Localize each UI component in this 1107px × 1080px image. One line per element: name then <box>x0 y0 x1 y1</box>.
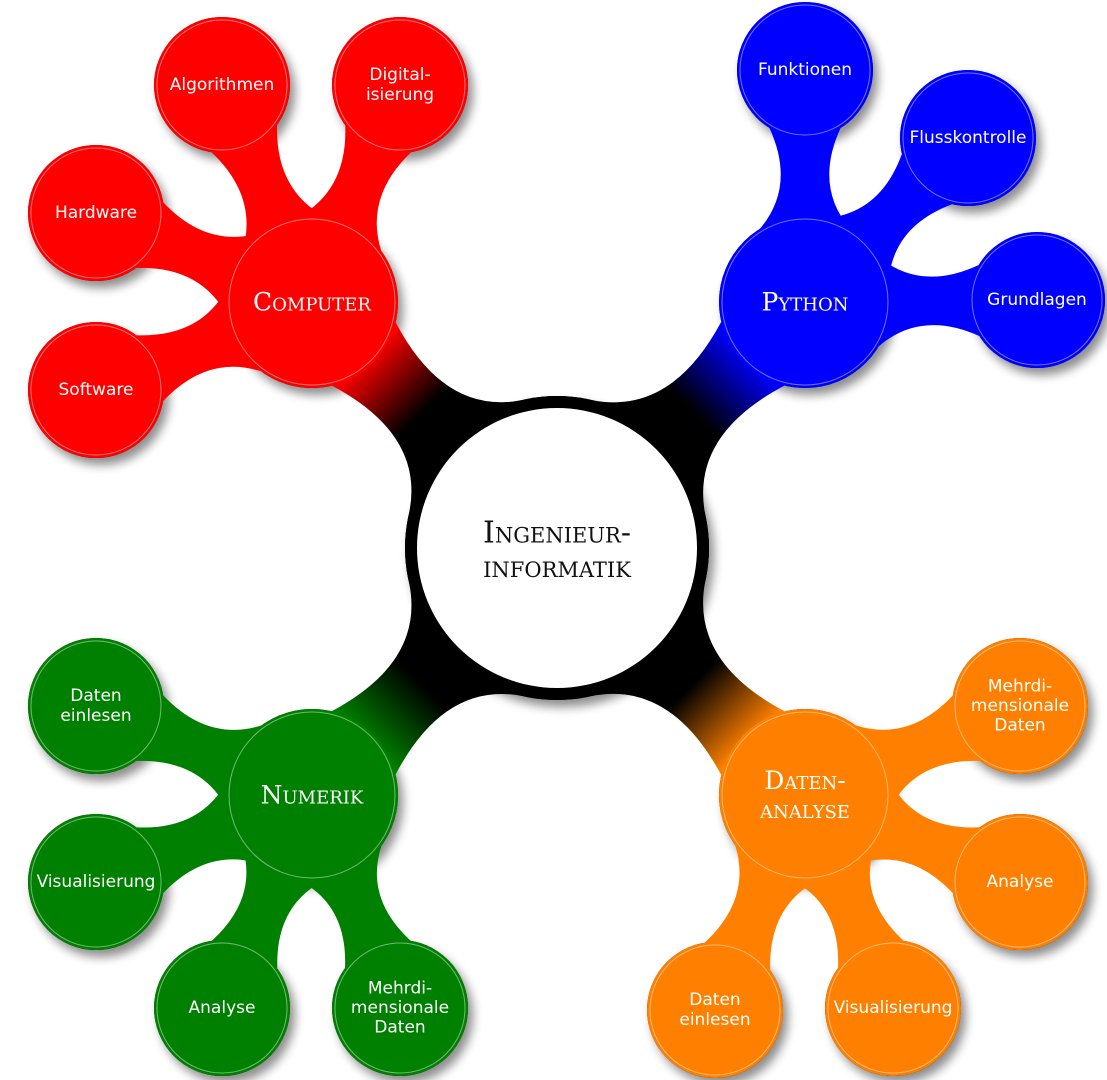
center-node-label-line-2: informatik <box>483 550 631 585</box>
node-computer-hardware-label-line-1: Hardware <box>55 203 137 223</box>
node-python-flusskontrolle-label-line-1: Flusskontrolle <box>910 128 1027 148</box>
branch-node-datenanalyse[interactable]: Daten-analyse <box>719 709 891 881</box>
child-node-circle <box>647 942 783 1078</box>
child-node-circle <box>825 940 961 1076</box>
child-node-inner-ring <box>30 324 162 456</box>
node-computer-digitalisierung-label-line-2: isierung <box>366 85 434 105</box>
node-numerik-daten-einlesen-label-line-2: einlesen <box>60 706 131 726</box>
branch-node-numerik-label-line-1: Numerik <box>261 781 364 810</box>
child-node-circle <box>952 638 1088 774</box>
branch-node-circle <box>719 216 891 388</box>
branch-node-python[interactable]: Python <box>719 216 891 388</box>
branch-node-datenanalyse-label-line-1: Daten- <box>764 766 845 795</box>
child-node-circle <box>332 940 468 1076</box>
node-datenanalyse-analyse[interactable]: Analyse <box>952 814 1088 950</box>
node-numerik-analyse[interactable]: Analyse <box>154 940 290 1076</box>
node-datenanalyse-visualisierung-label-line-1: Visualisierung <box>834 998 953 1018</box>
branch-node-circle <box>719 709 891 881</box>
node-python-funktionen[interactable]: Funktionen <box>737 2 873 138</box>
node-numerik-analyse-label-line-1: Analyse <box>189 998 256 1018</box>
connector-center-numerik <box>331 584 523 775</box>
child-node-circle <box>28 322 164 458</box>
child-node-inner-ring <box>739 4 871 136</box>
child-node-inner-ring <box>954 816 1086 948</box>
branch-node-datenanalyse-label-line-2: analyse <box>759 795 850 824</box>
branch-node-computer[interactable]: Computer <box>226 216 398 388</box>
connector-center-python <box>593 321 785 514</box>
branch-node-computer-label-line-1: Computer <box>253 288 371 317</box>
child-node-inner-ring <box>156 19 288 151</box>
center-node-face <box>417 408 697 688</box>
connector-center-computer <box>331 322 522 513</box>
node-numerik-visualisierung-label-line-1: Visualisierung <box>37 872 156 892</box>
branch-node-inner-ring <box>721 218 889 386</box>
node-datenanalyse-analyse-label-line-1: Analyse <box>987 872 1054 892</box>
child-node-inner-ring <box>30 640 162 772</box>
child-node-inner-ring <box>334 942 466 1074</box>
child-node-inner-ring <box>334 19 466 151</box>
branch-node-circle <box>226 216 398 388</box>
child-node-circle <box>28 145 164 281</box>
child-node-inner-ring <box>827 942 959 1074</box>
node-python-funktionen-label-line-1: Funktionen <box>758 60 852 80</box>
node-numerik-mehrdimensionale-daten-label-line-3: Daten <box>374 1018 425 1038</box>
node-computer-digitalisierung[interactable]: Digital-isierung <box>332 17 468 153</box>
branch-node-inner-ring <box>228 711 396 879</box>
node-datenanalyse-mehrdimensionale-daten-label-line-1: Mehrdi- <box>988 676 1052 696</box>
connector-center-datenanalyse <box>592 583 785 776</box>
child-node-inner-ring <box>902 72 1034 204</box>
node-numerik-mehrdimensionale-daten-label-line-2: mensionale <box>351 998 449 1018</box>
branch-node-circle <box>226 709 398 881</box>
branch-node-numerik[interactable]: Numerik <box>226 709 398 881</box>
child-node-circle <box>737 2 873 138</box>
child-node-inner-ring <box>971 234 1103 366</box>
node-python-grundlagen[interactable]: Grundlagen <box>969 232 1105 368</box>
child-node-circle <box>952 814 1088 950</box>
child-node-circle <box>154 17 290 153</box>
child-node-circle <box>969 232 1105 368</box>
node-computer-software-label-line-1: Software <box>59 380 134 400</box>
node-datenanalyse-daten-einlesen-label-line-1: Daten <box>689 990 740 1010</box>
connector-python-grundlagen <box>877 256 980 347</box>
node-computer-digitalisierung-label-line-1: Digital- <box>369 65 430 85</box>
child-node-circle <box>154 940 290 1076</box>
node-datenanalyse-mehrdimensionale-daten-label-line-2: mensionale <box>971 696 1069 716</box>
node-python-flusskontrolle[interactable]: Flusskontrolle <box>900 70 1036 206</box>
connector-python-funktionen <box>760 127 850 229</box>
node-numerik-mehrdimensionale-daten-label-line-1: Mehrdi- <box>368 978 432 998</box>
node-datenanalyse-mehrdimensionale-daten-label-line-3: Daten <box>994 716 1045 736</box>
node-computer-algorithmen[interactable]: Algorithmen <box>154 17 290 153</box>
child-node-inner-ring <box>649 944 781 1076</box>
branch-node-inner-ring <box>228 218 396 386</box>
node-computer-software[interactable]: Software <box>28 322 164 458</box>
child-node-inner-ring <box>156 942 288 1074</box>
node-datenanalyse-daten-einlesen-label-line-2: einlesen <box>679 1010 750 1030</box>
child-node-circle <box>28 814 164 950</box>
child-node-circle <box>332 17 468 153</box>
node-numerik-visualisierung[interactable]: Visualisierung <box>28 814 164 950</box>
node-python-grundlagen-label-line-1: Grundlagen <box>987 290 1087 310</box>
branch-node-python-label-line-1: Python <box>762 288 849 317</box>
child-node-circle <box>900 70 1036 206</box>
center-node-label-line-1: Ingenieur- <box>483 515 631 550</box>
node-datenanalyse-visualisierung[interactable]: Visualisierung <box>825 940 961 1076</box>
node-numerik-daten-einlesen-label-line-1: Daten <box>70 686 121 706</box>
node-computer-algorithmen-label-line-1: Algorithmen <box>170 75 275 95</box>
child-node-inner-ring <box>30 147 162 279</box>
child-node-inner-ring <box>954 640 1086 772</box>
child-node-circle <box>28 638 164 774</box>
center-node[interactable]: Ingenieur-informatik <box>405 396 709 700</box>
node-computer-hardware[interactable]: Hardware <box>28 145 164 281</box>
branch-node-inner-ring <box>721 711 889 879</box>
child-node-inner-ring <box>30 816 162 948</box>
